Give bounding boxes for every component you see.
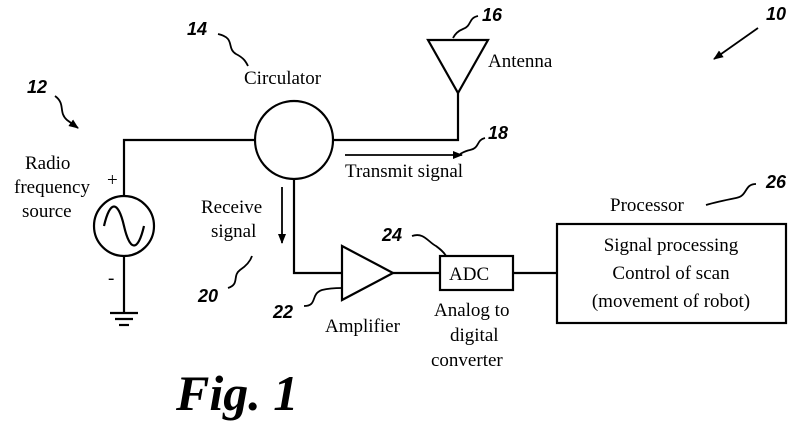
wire-source-to-circulator xyxy=(122,138,255,196)
ref-20-leader xyxy=(227,255,253,289)
ref-numeral-12: 12 xyxy=(27,77,47,97)
circulator-label: Circulator xyxy=(244,68,322,89)
source-label-line2: frequency xyxy=(14,177,90,198)
processor-box xyxy=(555,222,788,325)
ground-icon xyxy=(110,311,138,327)
antenna-icon xyxy=(426,38,490,96)
adc-desc-line3: converter xyxy=(431,350,503,371)
ref-18-leader xyxy=(459,137,486,155)
ref-12-arrow xyxy=(54,95,79,129)
ref-14-leader xyxy=(217,33,249,67)
figure-title: Fig. 1 xyxy=(175,365,298,421)
transmit-signal-label: Transmit signal xyxy=(345,161,463,182)
antenna-label: Antenna xyxy=(488,51,553,72)
sine-wave-icon xyxy=(102,205,146,247)
wire-circulator-to-amplifier xyxy=(292,178,342,275)
ref-numeral-18: 18 xyxy=(488,123,508,143)
ref-numeral-10: 10 xyxy=(766,4,786,24)
ref-numeral-26: 26 xyxy=(765,172,787,192)
ref-24-leader xyxy=(411,234,447,257)
ref-10-arrow xyxy=(713,27,759,60)
adc-desc-line1: Analog to xyxy=(434,300,509,321)
source-label-line3: source xyxy=(22,201,72,222)
ref-22-leader xyxy=(303,287,343,307)
amplifier-symbol xyxy=(340,244,396,302)
ref-numeral-20: 20 xyxy=(197,286,218,306)
adc-label: ADC xyxy=(449,264,489,285)
ref-numeral-24: 24 xyxy=(381,225,402,245)
rf-source xyxy=(92,194,156,258)
adc-desc-line2: digital xyxy=(450,325,499,346)
source-minus-sign: - xyxy=(108,268,114,289)
receive-signal-label-line2: signal xyxy=(211,221,256,242)
source-plus-sign: + xyxy=(107,170,118,191)
adc-box xyxy=(438,254,515,292)
ref-26-leader xyxy=(705,183,757,206)
wire-circulator-to-antenna xyxy=(333,93,460,142)
circulator-symbol xyxy=(253,99,335,181)
processor-line2: Control of scan xyxy=(612,263,730,284)
source-label-line1: Radio xyxy=(25,153,70,174)
ref-16-leader xyxy=(452,15,479,39)
amplifier-label: Amplifier xyxy=(325,316,401,337)
ref-numeral-22: 22 xyxy=(272,302,293,322)
processor-line1: Signal processing xyxy=(604,235,739,256)
processor-line3: (movement of robot) xyxy=(592,291,750,312)
ref-numeral-14: 14 xyxy=(187,19,207,39)
processor-label: Processor xyxy=(610,195,685,216)
receive-signal-label-line1: Receive xyxy=(201,197,262,218)
ref-numeral-16: 16 xyxy=(482,5,503,25)
